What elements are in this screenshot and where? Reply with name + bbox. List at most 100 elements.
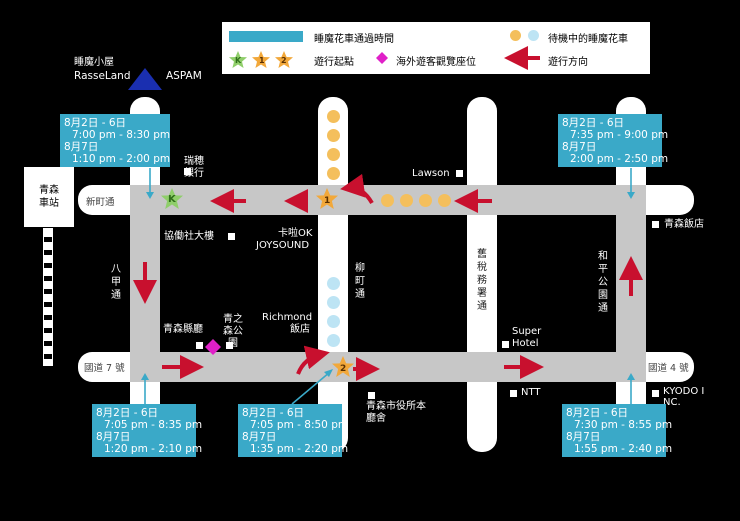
time-box-top-left: 8月2日 - 6日 7:00 pm - 8:30 pm 8月7日 1:10 pm… [60, 114, 170, 167]
kyodo-inc-label: KYODO INC. [663, 386, 705, 408]
time-box-line: 8月2日 - 6日 [96, 407, 159, 419]
kyodo-building-label: 協働社大樓 [164, 231, 214, 242]
rasseland-en-label: RasseLand [74, 70, 131, 82]
time-box-bottom-right: 8月2日 - 6日 7:30 pm - 8:55 pm 8月7日 1:55 pm… [562, 404, 673, 457]
legend-star-1-label: 1 [259, 56, 265, 65]
waiting-float-dot [327, 148, 340, 161]
waiting-float-dot [438, 194, 451, 207]
richmond-label-line1: Richmond [262, 312, 313, 323]
waiting-float-dot [327, 110, 340, 123]
railway-track [43, 228, 53, 366]
time-box-line: 8月2日 - 6日 [566, 407, 629, 419]
road-label-route4: 國道 4 號 [648, 363, 689, 374]
float-dot [327, 334, 340, 347]
waiting-float-dot [327, 129, 340, 142]
time-box-line: 7:35 pm - 9:00 pm [570, 129, 669, 141]
super-hotel-label-line1: Super [512, 326, 542, 337]
time-box-line: 1:20 pm - 2:10 pm [104, 443, 203, 455]
park-marker [226, 342, 233, 349]
legend-star-2-icon [275, 51, 293, 68]
time-pointer-arrows [141, 168, 635, 405]
road-label-shinmachi: 新町通 [86, 197, 115, 208]
legend-star-1-icon [252, 51, 270, 68]
time-box-line: 7:05 pm - 8:35 pm [104, 419, 203, 431]
time-box-line: 7:05 pm - 8:50 pm [250, 419, 349, 431]
start-star-2-icon [332, 356, 354, 377]
waiting-float-dot [419, 194, 432, 207]
legend-seat-diamond-icon [376, 52, 388, 64]
ntt-marker [510, 390, 517, 397]
start-star-1-label: 1 [324, 196, 331, 206]
aomori-hotel-label: 青森飯店 [664, 219, 704, 230]
road-label-yanagimachi: 柳町通 [355, 263, 365, 300]
kencho-label: 青森縣廳 [163, 324, 203, 335]
lawson-label: Lawson [412, 168, 450, 179]
time-box-bottom-left: 8月2日 - 6日 7:05 pm - 8:35 pm 8月7日 1:20 pm… [92, 404, 203, 457]
park-label: 青之森公園 [223, 314, 243, 349]
karaoke-label-line2: JOYSOUND [256, 240, 310, 251]
kencho-marker [196, 342, 203, 349]
aomori-hotel-marker [652, 221, 659, 228]
time-box-line: 1:35 pm - 2:20 pm [250, 443, 349, 455]
time-box-top-right: 8月2日 - 6日 7:35 pm - 9:00 pm 8月7日 2:00 pm… [558, 114, 669, 167]
bank-marker [184, 168, 191, 175]
time-box-line: 8月7日 [64, 141, 99, 153]
start-star-1-icon [316, 188, 338, 209]
legend-star-k-label: K [235, 56, 242, 65]
waiting-float-dot [400, 194, 413, 207]
road-shinmachi-west [78, 185, 138, 215]
ntt-label: NTT [521, 387, 541, 398]
legend-start-label: 遊行起點 [314, 57, 354, 68]
start-star-2-label: 2 [340, 364, 347, 374]
richmond-label-line2: 飯店 [290, 324, 310, 335]
road-route4-east [640, 352, 694, 382]
legend-star-k-icon [229, 51, 247, 68]
float-dot [327, 315, 340, 328]
super-hotel-label-line2: Hotel [512, 338, 539, 349]
start-star-k-icon [161, 188, 183, 209]
road-label-heiwa-koen: 和平公園通 [598, 251, 608, 314]
rasseland-jp-label: 睡魔小屋 [74, 57, 114, 68]
legend-waiting-dot [510, 30, 521, 41]
time-box-line: 7:00 pm - 8:30 pm [72, 129, 171, 141]
time-box-line: 8月2日 - 6日 [64, 117, 127, 129]
parade-route-south [130, 352, 646, 382]
overseas-seat-diamond-icon [205, 339, 221, 355]
direction-arrows [133, 173, 643, 381]
time-box-line: 8月2日 - 6日 [562, 117, 625, 129]
city-hall-label: 青森市役所本廳舍 [366, 401, 426, 424]
time-box-line: 8月7日 [566, 431, 601, 443]
time-box-line: 2:00 pm - 2:50 pm [570, 153, 669, 165]
road-label-zeimusho: 舊稅務署通 [477, 249, 487, 312]
legend-time-swatch [229, 31, 303, 42]
city-hall-marker [368, 392, 375, 399]
time-box-line: 8月7日 [242, 431, 277, 443]
kyodo-building-marker [228, 233, 235, 240]
super-hotel-marker [502, 341, 509, 348]
time-box-line: 7:30 pm - 8:55 pm [574, 419, 673, 431]
road-shinmachi-east [640, 185, 694, 215]
time-box-line: 1:10 pm - 2:00 pm [72, 153, 171, 165]
legend-time-label: 睡魔花車通過時間 [314, 34, 394, 45]
time-box-line: 8月2日 - 6日 [242, 407, 305, 419]
lawson-marker [456, 170, 463, 177]
float-dot [327, 277, 340, 290]
start-star-k-label: K [168, 194, 176, 205]
legend-star-2-label: 2 [281, 56, 287, 65]
legend-box: 睡魔花車通過時間 待機中的睡魔花車 遊行起點 海外遊客觀覽座位 遊行方向 [222, 22, 650, 74]
road-label-hakkoda: 八甲通 [111, 264, 121, 301]
road-label-route7: 國道 7 號 [84, 363, 125, 374]
road-zeimusho [467, 97, 497, 452]
bank-label: 瑞穗銀行 [184, 156, 204, 179]
float-dot [327, 296, 340, 309]
legend-direction-label: 遊行方向 [548, 57, 588, 68]
waiting-float-dot [327, 167, 340, 180]
waiting-float-dot [381, 194, 394, 207]
time-box-line: 8月7日 [96, 431, 131, 443]
kyodo-inc-marker [652, 390, 659, 397]
station-label: 青森車站 [39, 185, 59, 209]
aspam-label: ASPAM [166, 70, 202, 82]
station-box: 青森車站 [24, 167, 74, 227]
